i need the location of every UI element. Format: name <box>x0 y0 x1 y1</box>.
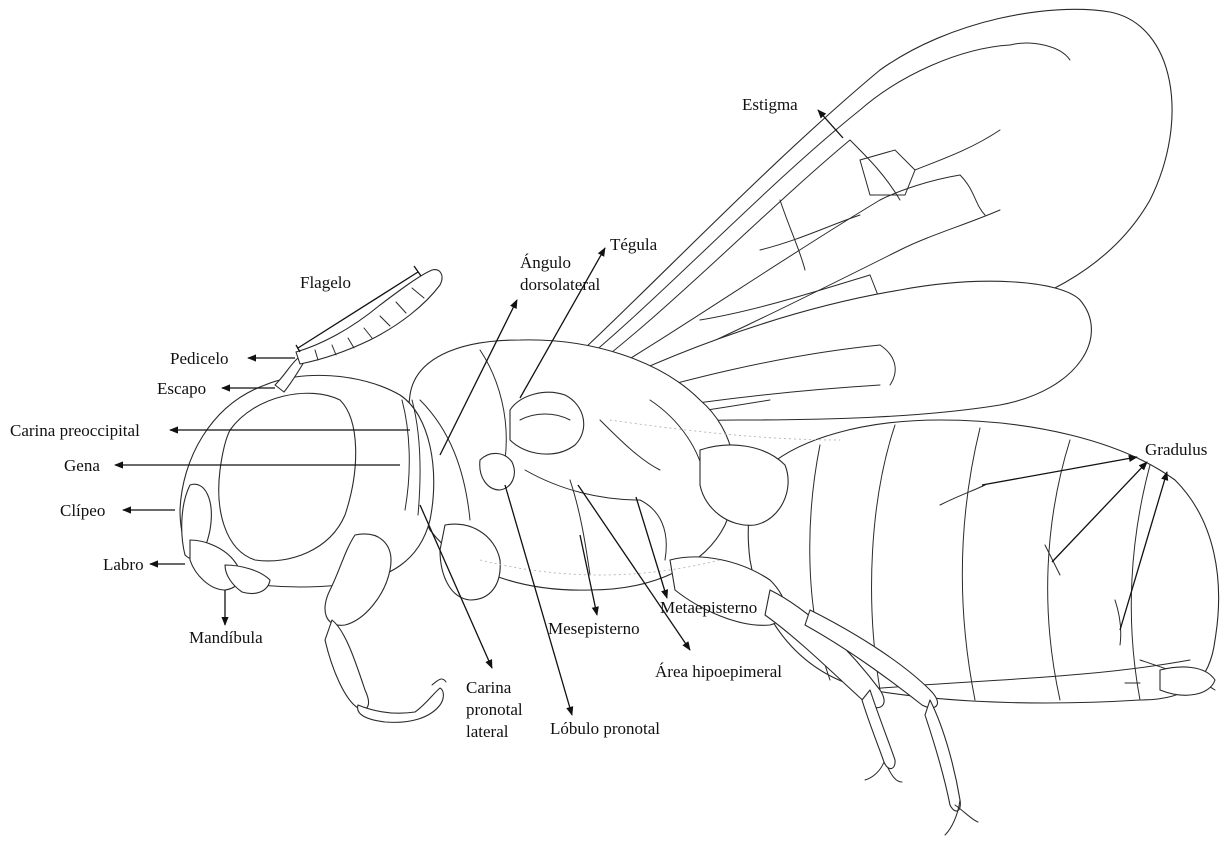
label-gena: Gena <box>64 456 100 475</box>
label-carina-preoccipital: Carina preoccipital <box>10 421 140 440</box>
label-clipeo: Clípeo <box>60 501 105 520</box>
label-lobulo-pronotal: Lóbulo pronotal <box>550 719 660 738</box>
label-escapo: Escapo <box>157 379 206 398</box>
label-flagelo: Flagelo <box>300 273 351 292</box>
label-estigma: Estigma <box>742 95 798 114</box>
label-gradulus: Gradulus <box>1145 440 1207 459</box>
label-angulo-line2: dorsolateral <box>520 275 601 294</box>
label-mandibula: Mandíbula <box>189 628 263 647</box>
label-tegula: Tégula <box>610 235 658 254</box>
label-mesepisterno: Mesepisterno <box>548 619 640 638</box>
label-carina-pronotal-line1: Carina <box>466 678 512 697</box>
label-carina-pronotal-line2: pronotal <box>466 700 523 719</box>
label-area-hipoepimeral: Área hipoepimeral <box>655 662 782 681</box>
label-carina-pronotal-line3: lateral <box>466 722 509 741</box>
head <box>180 375 434 593</box>
label-angulo-line1: Ángulo <box>520 253 571 272</box>
label-labro: Labro <box>103 555 144 574</box>
label-metaepisterno: Metaepisterno <box>660 598 757 617</box>
label-pedicelo: Pedicelo <box>170 349 229 368</box>
